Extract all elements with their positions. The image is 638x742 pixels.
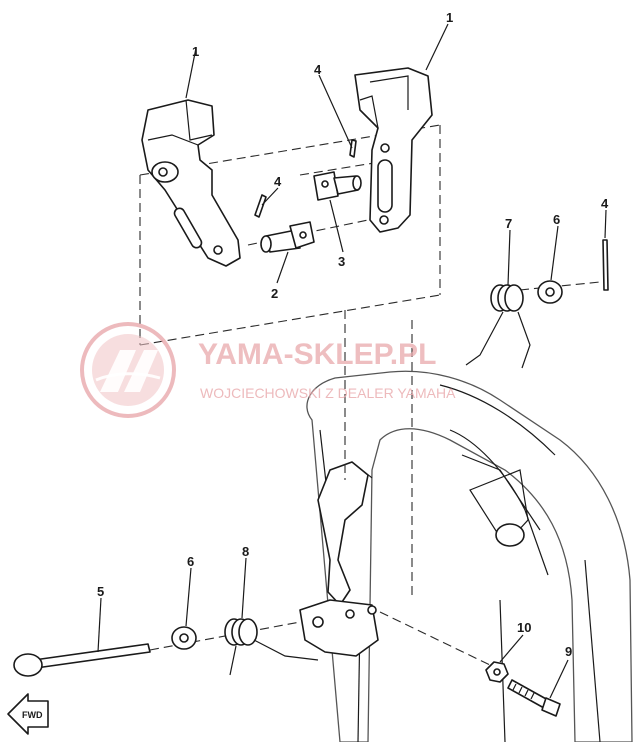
part-4-cotter-pins bbox=[254, 139, 609, 291]
leader-lines bbox=[97, 23, 607, 699]
callout-1-right: 1 bbox=[446, 10, 453, 25]
bracket-body bbox=[306, 370, 633, 742]
part-6-washer-lower bbox=[171, 626, 197, 650]
part-1-right-lever bbox=[354, 67, 433, 233]
callout-6-upper: 6 bbox=[553, 212, 560, 227]
callouts: 1 1 2 3 4 4 4 5 6 6 7 8 9 10 bbox=[97, 10, 609, 659]
callout-2: 2 bbox=[271, 286, 278, 301]
part-5-long-pin bbox=[13, 643, 151, 677]
callout-4-top: 4 bbox=[314, 62, 322, 77]
callout-8: 8 bbox=[242, 544, 249, 559]
watermark-title: YAMA-SKLEP.PL bbox=[198, 338, 436, 371]
callout-4-right: 4 bbox=[601, 196, 609, 211]
callout-10: 10 bbox=[517, 620, 531, 635]
part-9-bolt bbox=[507, 679, 561, 717]
part-6-washer-upper bbox=[537, 280, 563, 304]
callout-7: 7 bbox=[505, 216, 512, 231]
watermark-logo bbox=[80, 322, 176, 418]
callout-6-lower: 6 bbox=[187, 554, 194, 569]
callout-5: 5 bbox=[97, 584, 104, 599]
callout-1-left: 1 bbox=[192, 44, 199, 59]
fwd-direction-marker: FWD bbox=[7, 693, 49, 735]
part-2-pin bbox=[260, 221, 315, 253]
watermark-subtitle: WOJCIECHOWSKI Z DEALER YAMAHA bbox=[200, 385, 456, 401]
callout-9: 9 bbox=[565, 644, 572, 659]
callout-3: 3 bbox=[338, 254, 345, 269]
part-1-left-lever bbox=[141, 99, 241, 267]
fwd-label: FWD bbox=[22, 710, 43, 720]
part-8-torsion-spring bbox=[224, 618, 319, 676]
callout-4-middle: 4 bbox=[274, 174, 282, 189]
watermark: YAMA-SKLEP.PL WOJCIECHOWSKI Z DEALER YAM… bbox=[80, 322, 456, 418]
linkage-lever bbox=[299, 461, 379, 657]
part-10-nut bbox=[485, 661, 509, 683]
part-3-pin bbox=[313, 171, 362, 201]
part-7-torsion-spring bbox=[465, 284, 531, 369]
